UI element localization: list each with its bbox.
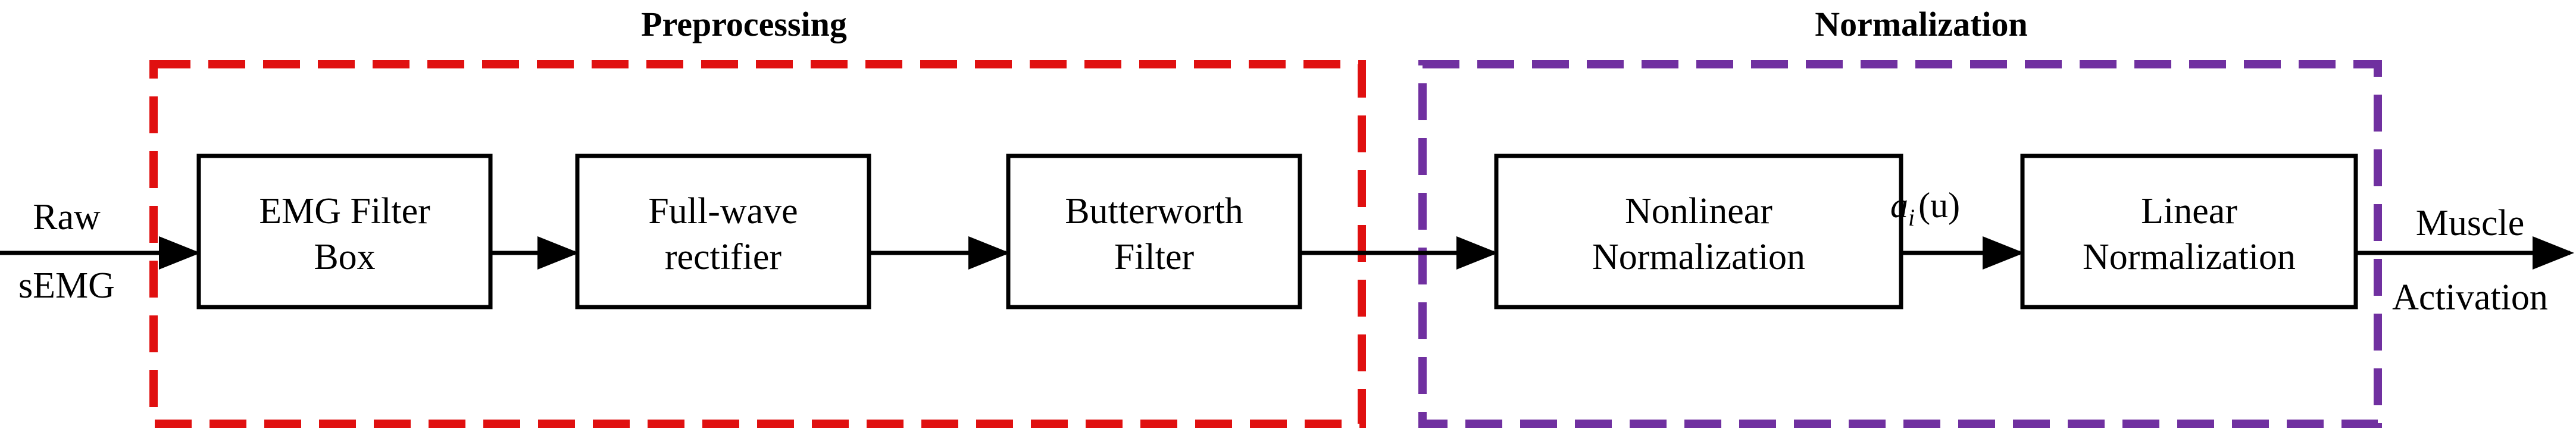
emg-filter-label-line2: Box [314,237,375,277]
linear-label-line2: Normalization [2083,237,2296,277]
normalization-title: Normalization [1815,5,2028,43]
input-label-line2: sEMG [18,265,115,306]
emg-filter-label-line1: EMG Filter [259,191,430,231]
preprocessing-group [149,60,1366,428]
input-label-line1: Raw [33,197,101,237]
linear-label-line1: Linear [2141,191,2237,231]
nonlinear-label-line2: Normalization [1592,237,1805,277]
signal-argument: (u) [1918,186,1960,225]
signal-label: ai(u) [1890,186,1960,231]
preprocessing-title: Preprocessing [641,5,847,43]
nonlinear-normalization-box [1494,154,1903,309]
nonlinear-label-line1: Nonlinear [1625,191,1772,231]
output-label-line2: Activation [2392,277,2548,318]
butterworth-filter-box [1006,154,1302,309]
butterworth-label-line1: Butterworth [1065,191,1243,231]
linear-normalization-box [2020,154,2358,309]
full-wave-label-line2: rectifier [665,237,782,277]
signal-symbol: a [1890,186,1908,225]
emg-filter-box [196,154,493,309]
full-wave-label-line1: Full-wave [648,191,798,231]
signal-subscript: i [1908,204,1915,231]
butterworth-label-line2: Filter [1114,237,1195,277]
full-wave-rectifier-box [575,154,871,309]
output-label-line1: Muscle [2416,203,2525,243]
